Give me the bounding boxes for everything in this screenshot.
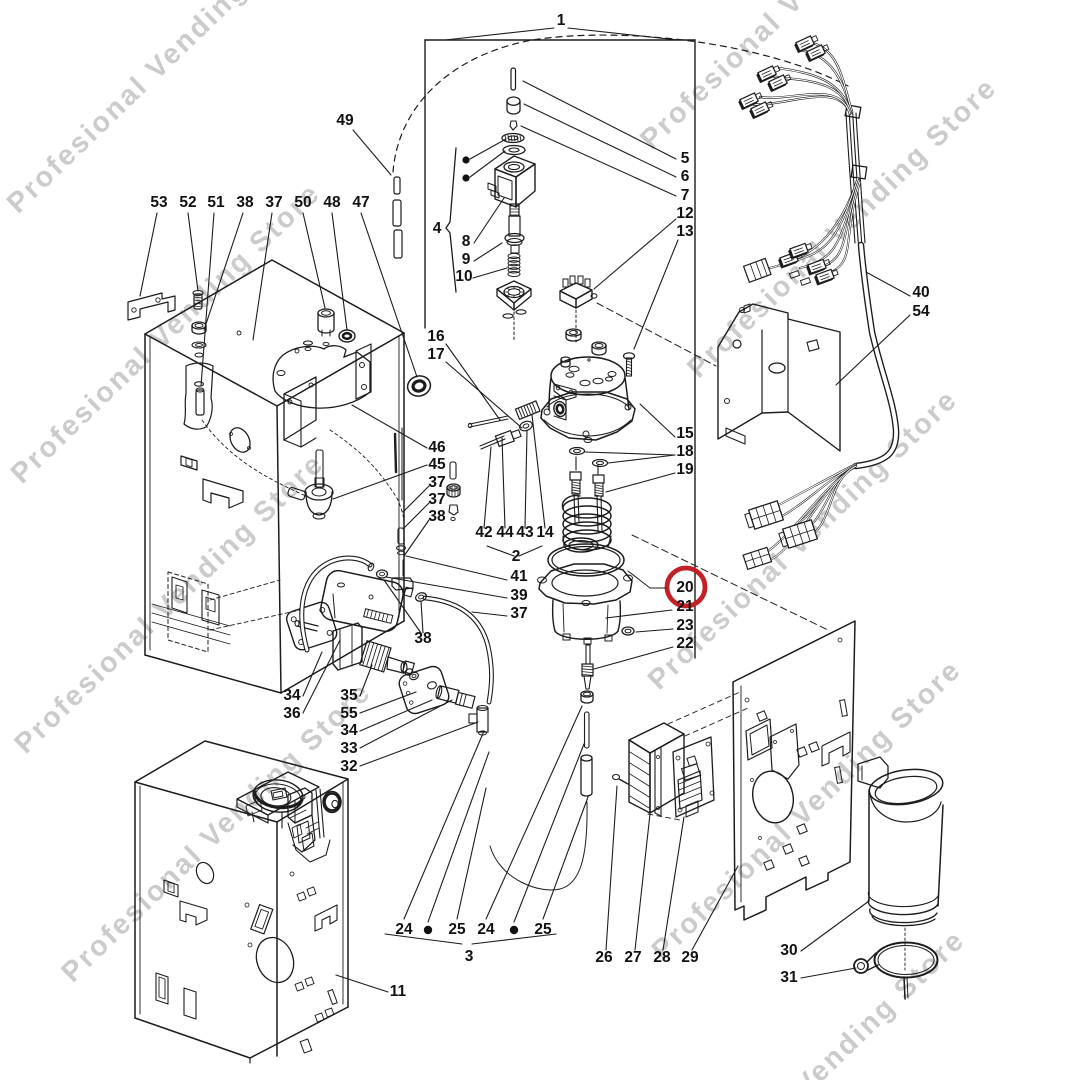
svg-text:25: 25 (448, 921, 466, 938)
svg-text:32: 32 (340, 758, 357, 775)
svg-text:12: 12 (676, 205, 693, 222)
svg-text:5: 5 (681, 150, 690, 167)
svg-text:48: 48 (323, 194, 341, 211)
svg-text:29: 29 (681, 949, 699, 966)
svg-text:35: 35 (340, 687, 358, 704)
svg-text:50: 50 (294, 194, 311, 211)
svg-text:4: 4 (433, 220, 442, 237)
svg-text:38: 38 (236, 194, 254, 211)
svg-text:31: 31 (780, 969, 798, 986)
svg-text:33: 33 (340, 740, 358, 757)
svg-text:20: 20 (676, 579, 693, 596)
svg-text:14: 14 (536, 524, 554, 541)
svg-text:39: 39 (510, 587, 528, 604)
svg-text:13: 13 (676, 223, 694, 240)
svg-text:16: 16 (427, 328, 445, 345)
svg-text:37: 37 (428, 491, 445, 508)
svg-text:46: 46 (428, 439, 446, 456)
svg-text:26: 26 (595, 949, 613, 966)
svg-text:43: 43 (516, 524, 534, 541)
svg-text:38: 38 (414, 630, 432, 647)
svg-text:27: 27 (624, 949, 641, 966)
svg-text:19: 19 (676, 461, 694, 478)
svg-text:36: 36 (283, 705, 301, 722)
svg-text:42: 42 (475, 524, 492, 541)
svg-text:8: 8 (462, 233, 471, 250)
svg-text:3: 3 (465, 948, 474, 965)
svg-text:28: 28 (653, 949, 671, 966)
svg-text:34: 34 (340, 722, 358, 739)
svg-text:41: 41 (510, 568, 528, 585)
svg-text:24: 24 (477, 921, 495, 938)
svg-text:9: 9 (462, 251, 471, 268)
svg-text:18: 18 (676, 443, 694, 460)
svg-text:7: 7 (681, 187, 690, 204)
svg-text:54: 54 (912, 303, 930, 320)
svg-text:10: 10 (455, 268, 472, 285)
svg-text:51: 51 (207, 194, 225, 211)
svg-text:11: 11 (390, 983, 407, 1000)
svg-text:21: 21 (676, 598, 694, 615)
svg-text:25: 25 (534, 921, 552, 938)
svg-text:23: 23 (676, 617, 694, 634)
svg-text:37: 37 (428, 474, 445, 491)
svg-text:24: 24 (395, 921, 413, 938)
svg-text:34: 34 (283, 687, 301, 704)
svg-text:6: 6 (681, 168, 690, 185)
svg-text:52: 52 (179, 194, 196, 211)
svg-text:37: 37 (510, 605, 527, 622)
svg-text:53: 53 (150, 194, 168, 211)
svg-text:38: 38 (428, 508, 446, 525)
svg-text:2: 2 (512, 548, 521, 565)
svg-text:37: 37 (265, 194, 282, 211)
svg-text:40: 40 (912, 284, 929, 301)
svg-text:49: 49 (336, 112, 354, 129)
svg-text:17: 17 (427, 346, 444, 363)
svg-text:47: 47 (352, 194, 369, 211)
svg-text:22: 22 (676, 635, 693, 652)
svg-text:1: 1 (557, 12, 566, 29)
svg-text:30: 30 (780, 942, 797, 959)
svg-text:44: 44 (496, 524, 514, 541)
svg-text:15: 15 (676, 425, 694, 442)
svg-text:45: 45 (428, 456, 446, 473)
svg-text:55: 55 (340, 705, 358, 722)
